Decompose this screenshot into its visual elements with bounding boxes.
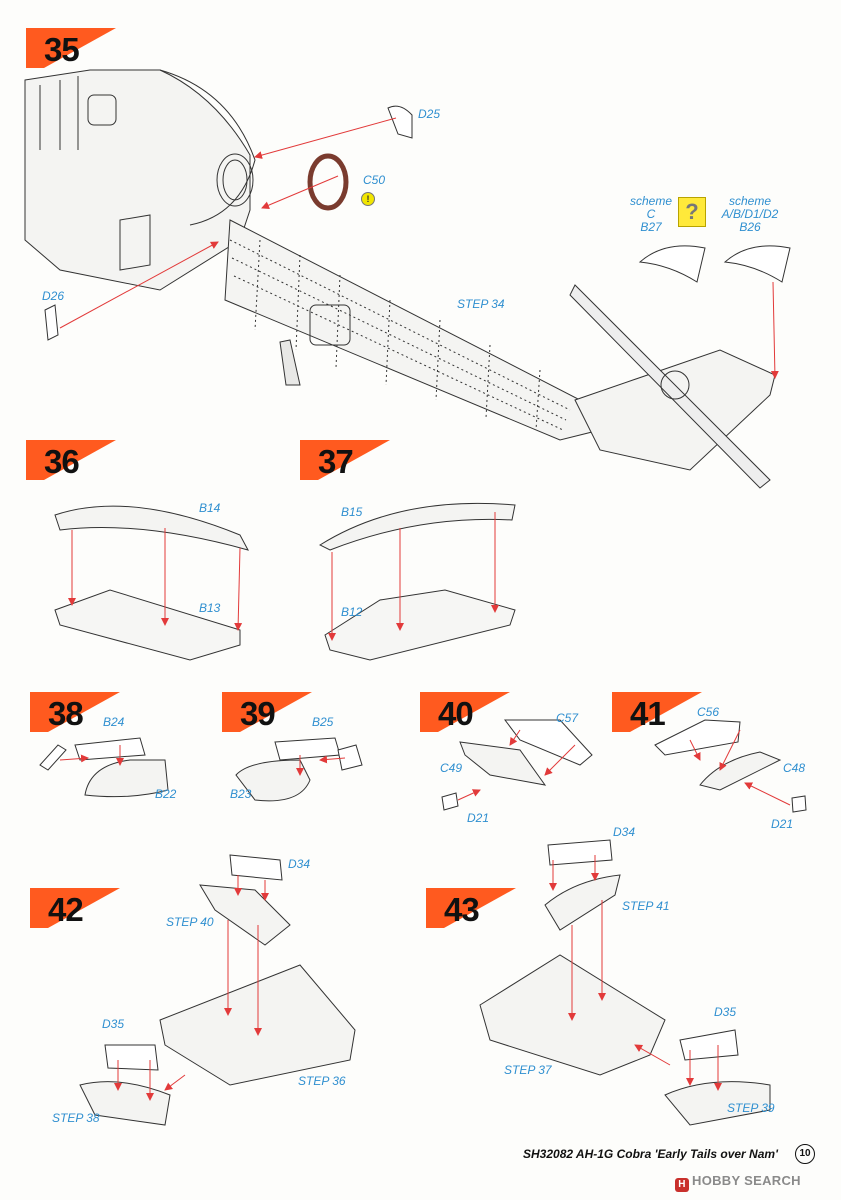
label-d21-step40: D21 <box>467 811 490 825</box>
step-41-flag: 41 <box>612 692 702 732</box>
step-number: 42 <box>48 891 84 928</box>
step-40-flag: 40 <box>420 692 510 732</box>
label-d34-step43: D34 <box>613 825 636 839</box>
label-step-38: STEP 38 <box>52 1111 100 1125</box>
label-step-37: STEP 37 <box>504 1063 552 1077</box>
step-39-flag: 39 <box>222 692 312 732</box>
label-d26: D26 <box>42 289 65 303</box>
step-number: 40 <box>438 695 474 732</box>
tail-boom-drawing <box>24 69 776 489</box>
label-d25: D25 <box>418 107 441 121</box>
label-scheme-c-line1: scheme <box>629 194 673 208</box>
label-scheme-c-line2: C <box>646 207 656 221</box>
label-b23: B23 <box>230 787 252 801</box>
label-b24: B24 <box>103 715 125 729</box>
step-number: 35 <box>44 31 80 68</box>
label-scheme-abd-line1: scheme <box>728 194 772 208</box>
part-b26-shape <box>723 245 791 283</box>
label-b14: B14 <box>199 501 221 515</box>
label-c56: C56 <box>697 705 720 719</box>
step-number: 43 <box>444 891 480 928</box>
step-number: 41 <box>630 695 666 732</box>
label-step-36: STEP 36 <box>298 1074 346 1088</box>
step-number: 38 <box>48 695 84 732</box>
label-step-41: STEP 41 <box>622 899 670 913</box>
warning-icon: ! <box>361 192 375 206</box>
question-icon: ? <box>678 197 706 227</box>
part-b14-shape <box>54 505 249 551</box>
label-b13: B13 <box>199 601 221 615</box>
label-b15: B15 <box>341 505 363 519</box>
step-42-flag: 42 <box>30 888 120 928</box>
step-43-flag: 43 <box>426 888 516 928</box>
label-b26: B26 <box>739 220 761 234</box>
watermark-text: HOBBY SEARCH <box>692 1173 801 1188</box>
step-37-flag: 37 <box>300 440 390 480</box>
label-d35-step43: D35 <box>714 1005 737 1019</box>
step-number: 36 <box>44 443 80 480</box>
decal-c50-ring <box>307 153 349 211</box>
step-38-flag: 38 <box>30 692 120 732</box>
label-c50: C50 <box>363 173 386 187</box>
step-number: 37 <box>318 443 354 480</box>
part-d25-shape <box>387 105 413 139</box>
step-number: 39 <box>240 695 276 732</box>
part-b13-shape <box>54 589 241 661</box>
label-c57: C57 <box>556 711 579 725</box>
label-d34-step42: D34 <box>288 857 311 871</box>
label-b25: B25 <box>312 715 334 729</box>
label-d21-step41: D21 <box>771 817 794 831</box>
part-b27-shape <box>638 245 706 283</box>
step-35-flag: 35 <box>26 28 116 68</box>
page-number: 10 <box>795 1144 815 1164</box>
label-scheme-abd-line2: A/B/D1/D2 <box>721 207 779 221</box>
label-c49: C49 <box>440 761 463 775</box>
label-step-40: STEP 40 <box>166 915 214 929</box>
label-scheme-abd: scheme A/B/D1/D2 B26 <box>714 195 786 234</box>
label-d35-step42: D35 <box>102 1017 125 1031</box>
label-b12: B12 <box>341 605 363 619</box>
part-b15-shape <box>318 502 516 551</box>
label-step-34: STEP 34 <box>457 297 505 311</box>
label-step-39: STEP 39 <box>727 1101 775 1115</box>
part-b12-shape <box>324 589 516 661</box>
label-b22: B22 <box>155 787 177 801</box>
label-scheme-c: scheme C B27 <box>625 195 677 234</box>
label-c48: C48 <box>783 761 806 775</box>
label-b27: B27 <box>640 220 662 234</box>
part-d26-shape <box>44 304 59 341</box>
footer-title: SH32082 AH-1G Cobra 'Early Tails over Na… <box>523 1147 778 1161</box>
hobby-search-logo-icon: H <box>675 1178 689 1192</box>
step-36-flag: 36 <box>26 440 116 480</box>
